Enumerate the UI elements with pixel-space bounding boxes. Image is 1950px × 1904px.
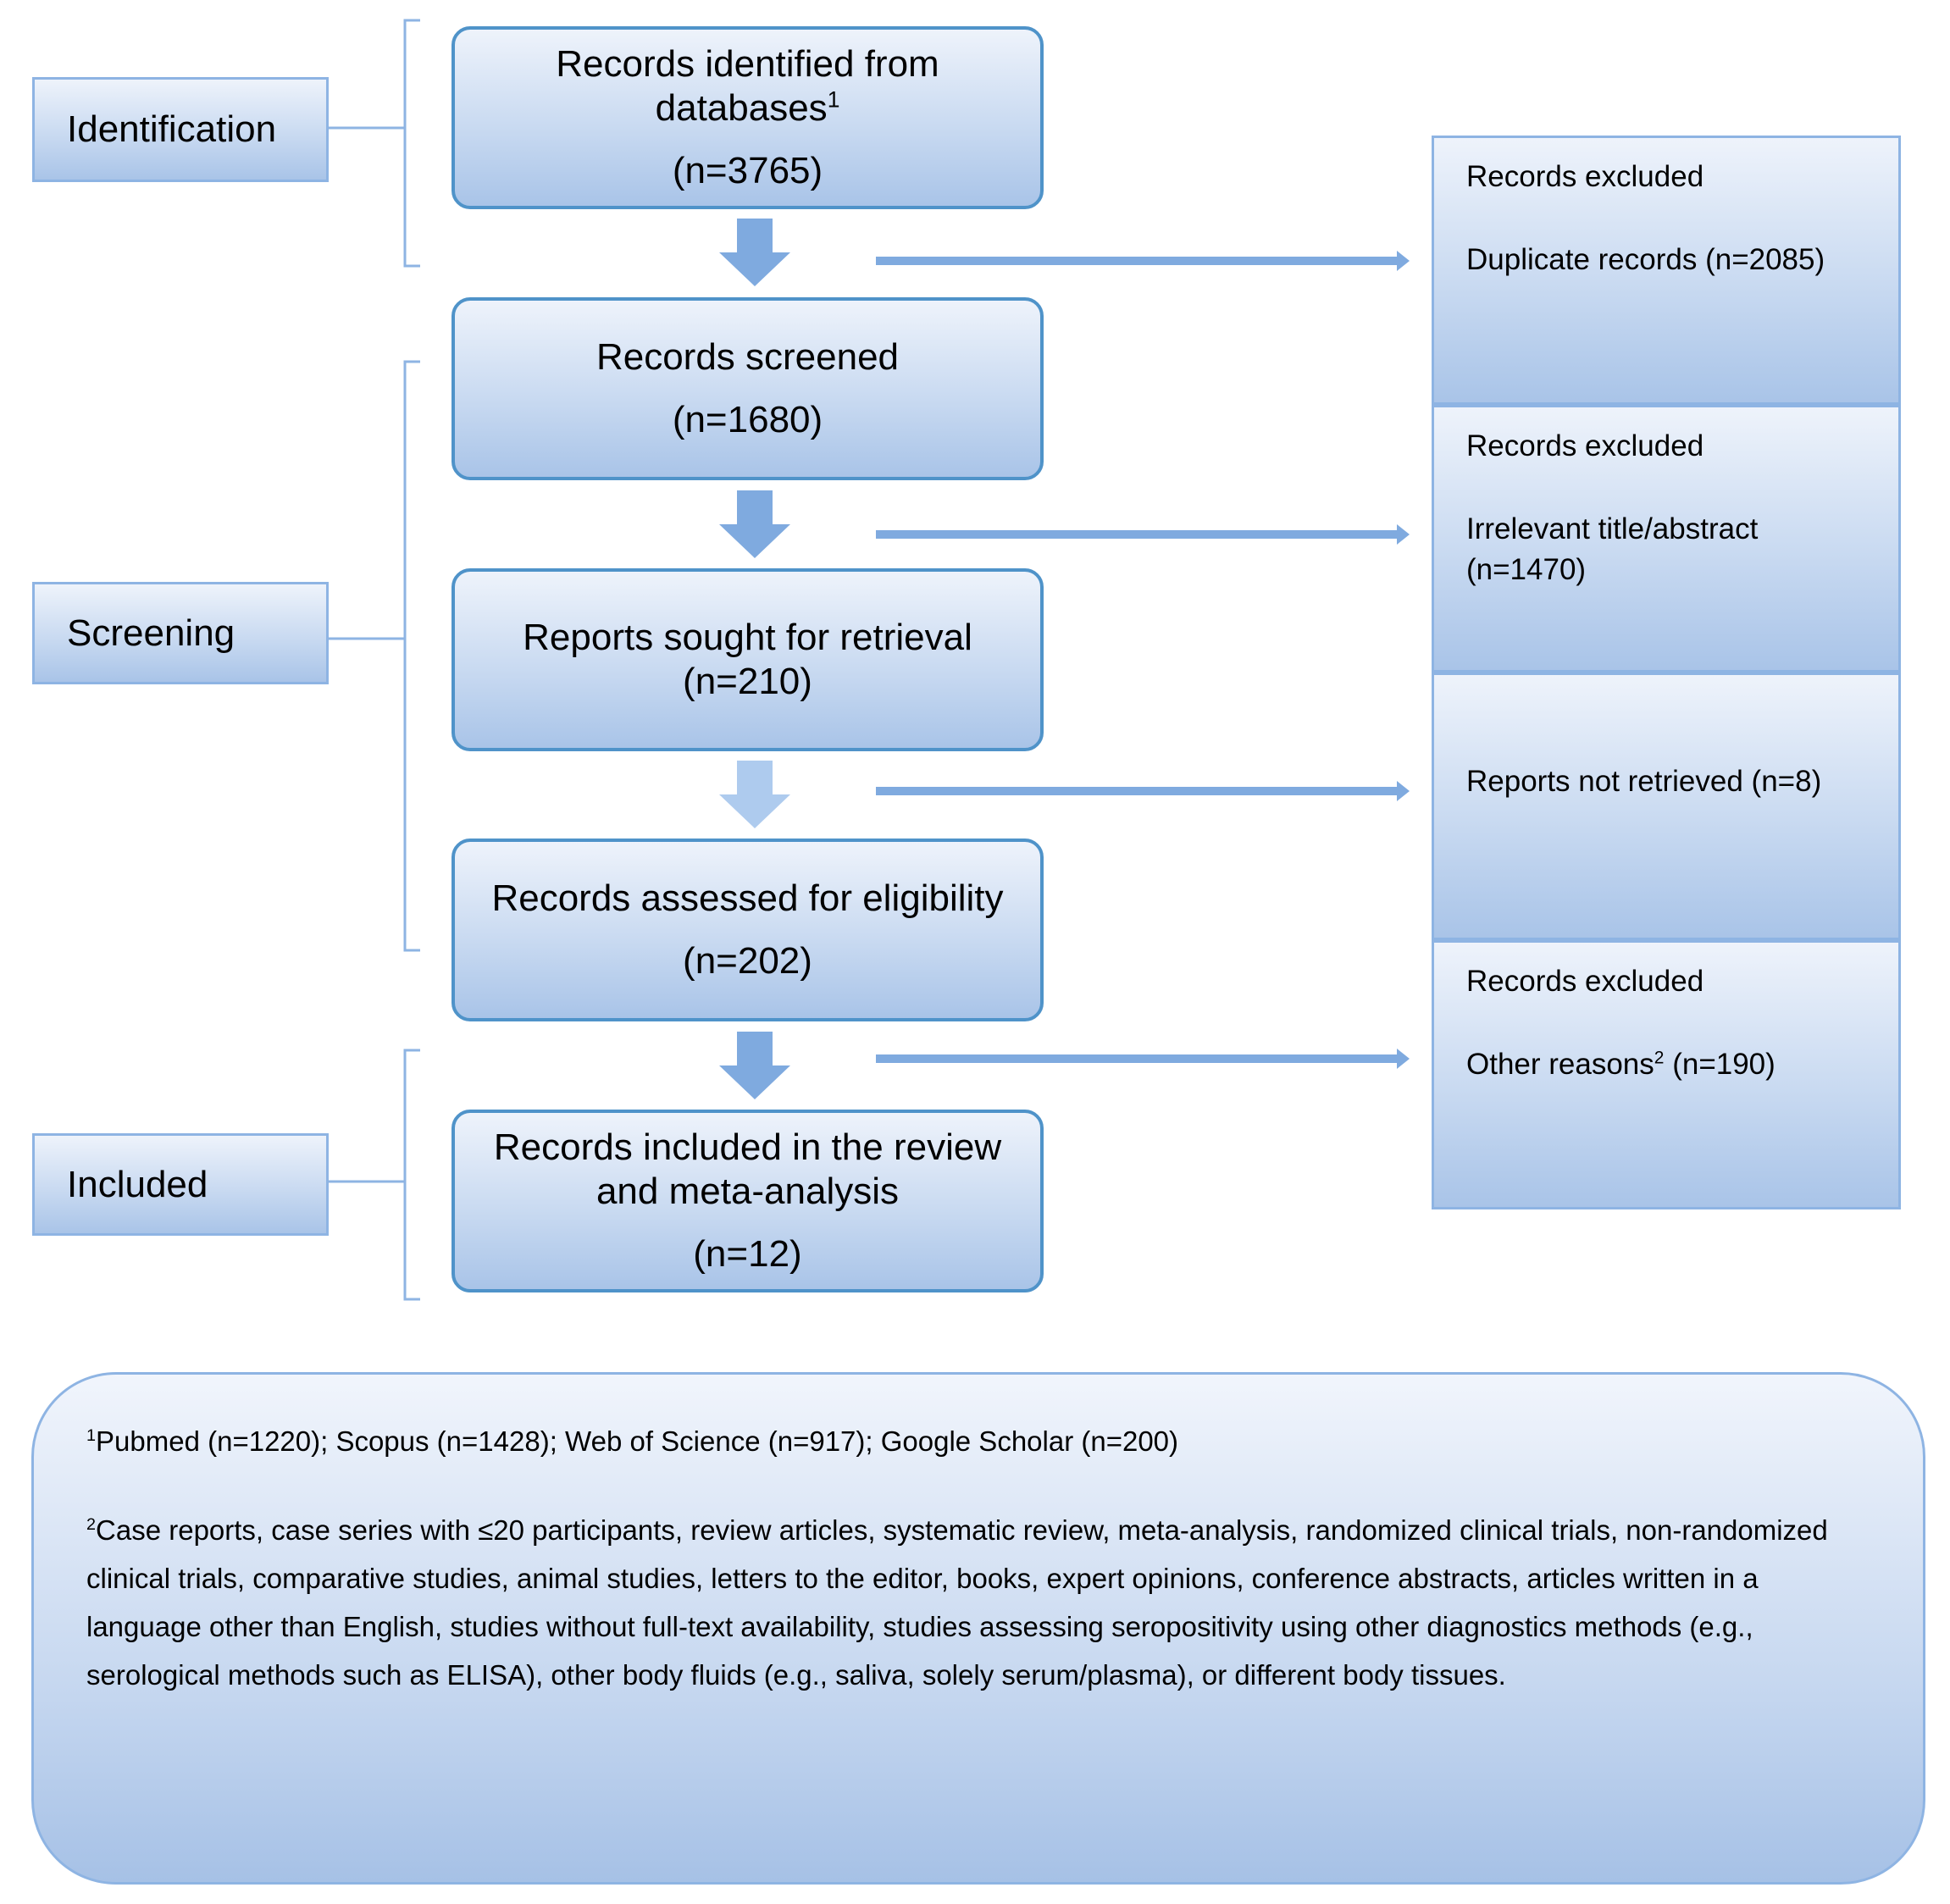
down-arrow-3 [719, 761, 790, 828]
footnote-2: 2Case reports, case series with ≤20 part… [86, 1514, 1828, 1691]
right-arrows [876, 251, 1410, 1069]
box-records-screened-count: (n=1680) [672, 399, 823, 440]
exclusion-irrelevant-heading: Records excluded [1466, 429, 1704, 462]
stage-brackets [329, 19, 420, 1301]
exclusion-other-heading: Records excluded [1466, 965, 1704, 998]
stage-identification: Identification [32, 77, 329, 182]
right-arrow-3 [876, 781, 1410, 801]
stage-included-label: Included [67, 1163, 208, 1205]
stage-screening-label: Screening [67, 612, 235, 654]
exclusion-irrelevant-detail: Irrelevant title/abstract [1466, 512, 1759, 545]
box-records-identified-count: (n=3765) [672, 150, 823, 191]
box-reports-sought-count: (n=210) [683, 661, 812, 702]
box-records-included-line2: and meta-analysis [596, 1171, 900, 1212]
right-arrow-1 [876, 251, 1410, 271]
exclusion-irrelevant: Records excluded Irrelevant title/abstra… [1432, 405, 1901, 672]
box-records-included-line1: Records included in the review [493, 1126, 1002, 1168]
down-arrow-2 [719, 490, 790, 558]
exclusion-duplicates-heading: Records excluded [1466, 160, 1704, 193]
down-arrows [719, 219, 790, 1099]
stage-identification-label: Identification [67, 108, 277, 150]
footnotes-panel: 1Pubmed (n=1220); Scopus (n=1428); Web o… [31, 1372, 1925, 1885]
down-arrow-1 [719, 219, 790, 286]
exclusion-irrelevant-count: (n=1470) [1466, 553, 1587, 586]
exclusion-other-detail: Other reasons2 (n=190) [1466, 1048, 1775, 1081]
footnote-1: 1Pubmed (n=1220); Scopus (n=1428); Web o… [86, 1425, 1179, 1457]
box-records-included: Records included in the review and meta-… [451, 1110, 1044, 1292]
box-records-screened-title: Records screened [596, 336, 900, 378]
identification-bracket [329, 19, 420, 268]
box-records-identified: Records identified from databases1 (n=37… [451, 26, 1044, 209]
box-records-assessed-count: (n=202) [683, 940, 812, 982]
down-arrow-4 [719, 1032, 790, 1099]
included-bracket [329, 1049, 420, 1301]
box-reports-sought-title: Reports sought for retrieval [523, 617, 972, 658]
box-records-screened: Records screened (n=1680) [451, 297, 1044, 480]
exclusion-duplicates-detail: Duplicate records (n=2085) [1466, 243, 1825, 276]
right-arrow-4 [876, 1049, 1410, 1069]
exclusion-not-retrieved: Reports not retrieved (n=8) [1432, 672, 1901, 940]
box-records-assessed: Records assessed for eligibility (n=202) [451, 839, 1044, 1021]
screening-bracket [329, 360, 420, 952]
exclusion-duplicates: Records excluded Duplicate records (n=20… [1432, 136, 1901, 405]
stage-included: Included [32, 1133, 329, 1236]
exclusion-not-retrieved-detail: Reports not retrieved (n=8) [1466, 765, 1822, 798]
stage-screening: Screening [32, 582, 329, 684]
box-reports-sought: Reports sought for retrieval (n=210) [451, 568, 1044, 751]
box-records-identified-line1: Records identified from [556, 43, 939, 85]
exclusion-other: Records excluded Other reasons2 (n=190) [1432, 940, 1901, 1209]
box-records-included-count: (n=12) [693, 1233, 802, 1275]
box-records-assessed-title: Records assessed for eligibility [491, 877, 1004, 919]
right-arrow-2 [876, 524, 1410, 545]
box-records-identified-line2: databases1 [655, 86, 840, 129]
